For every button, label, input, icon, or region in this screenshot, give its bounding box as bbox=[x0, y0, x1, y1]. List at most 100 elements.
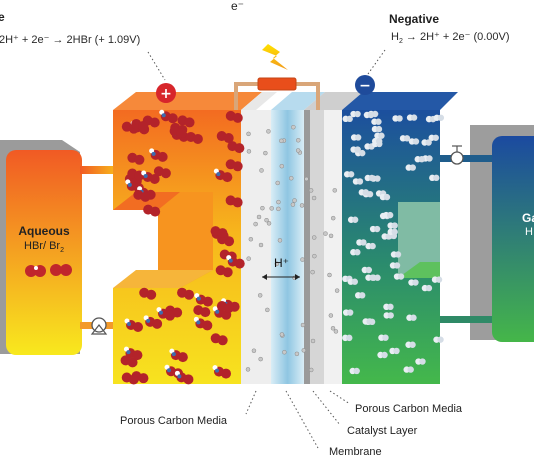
h2-molecule bbox=[347, 278, 358, 285]
proton-dot bbox=[245, 367, 251, 372]
h2-molecule bbox=[364, 174, 376, 182]
proton-dot bbox=[334, 288, 340, 293]
label-porous-carbon-right: Porous Carbon Media bbox=[355, 403, 463, 415]
br2-molecule bbox=[133, 189, 151, 202]
h2-molecule bbox=[350, 249, 361, 256]
proton-dot bbox=[308, 367, 314, 373]
positive-sign-text: + bbox=[160, 86, 172, 102]
br2-molecule bbox=[185, 131, 203, 144]
proton-dot bbox=[266, 221, 272, 226]
positive-electrode-block bbox=[113, 92, 262, 384]
proton-dot bbox=[330, 326, 336, 331]
top-left-title: e bbox=[0, 10, 5, 24]
label-catalyst-layer: Catalyst Layer bbox=[347, 425, 418, 437]
proton-dot bbox=[253, 221, 258, 227]
proton-dot bbox=[246, 131, 251, 137]
left-tank bbox=[6, 150, 82, 355]
h2-molecule bbox=[371, 137, 383, 145]
h2-molecule bbox=[382, 211, 394, 219]
load-resistor bbox=[257, 77, 297, 91]
proton-dot bbox=[300, 257, 305, 262]
right-tank-subtitle: H bbox=[525, 226, 533, 238]
proton-dot bbox=[296, 138, 301, 143]
valve-icon bbox=[450, 145, 464, 165]
pump-icon bbox=[90, 317, 108, 335]
proton-dot bbox=[279, 163, 285, 169]
h2-molecule bbox=[406, 314, 417, 321]
proton-dot bbox=[257, 293, 263, 298]
h2-molecule bbox=[421, 284, 433, 292]
porous-carbon-right-layer bbox=[324, 110, 342, 384]
h2-molecule bbox=[354, 292, 366, 299]
membrane-layer bbox=[271, 110, 304, 384]
h2-molecule bbox=[405, 164, 416, 171]
proton-dots bbox=[245, 124, 340, 373]
h2-molecule bbox=[431, 276, 443, 283]
br2-molecule bbox=[216, 301, 234, 314]
proton-arrow bbox=[262, 274, 300, 280]
proton-dot bbox=[291, 124, 296, 130]
h2-molecule bbox=[377, 351, 388, 359]
proton-dot bbox=[248, 236, 254, 242]
catalyst-layer bbox=[310, 110, 324, 384]
proton-dot bbox=[276, 199, 281, 205]
proton-dot bbox=[294, 351, 300, 357]
proton-dot bbox=[328, 233, 334, 239]
br2-molecule bbox=[225, 110, 243, 123]
h2-molecule bbox=[371, 118, 382, 125]
h2-molecule bbox=[369, 225, 381, 233]
proton-dot bbox=[310, 269, 315, 275]
br2-molecule bbox=[139, 287, 157, 300]
eq-rest: → 2H⁺ + 2e⁻ (0.00V) bbox=[402, 31, 510, 43]
h2-molecule bbox=[350, 110, 361, 118]
h2-molecule bbox=[433, 114, 445, 121]
lightning-icon bbox=[262, 44, 288, 70]
proton-dot bbox=[274, 261, 280, 267]
h2-molecule bbox=[352, 178, 364, 185]
proton-dot bbox=[259, 168, 264, 173]
h2-molecule bbox=[433, 336, 444, 343]
porous-carbon-left-face bbox=[241, 110, 271, 384]
top-right-equation: H2 → 2H⁺ + 2e⁻ (0.00V) bbox=[391, 30, 510, 45]
proton-dot bbox=[265, 307, 270, 313]
h2-molecule bbox=[421, 139, 432, 146]
proton-dot bbox=[299, 203, 305, 208]
top-right-title: Negative bbox=[389, 12, 440, 26]
proton-label: H⁺ bbox=[274, 256, 289, 270]
h2-molecule bbox=[342, 115, 353, 123]
label-membrane: Membrane bbox=[329, 446, 382, 458]
br2-molecule bbox=[177, 115, 195, 128]
proton-dot bbox=[282, 350, 287, 355]
br2-molecule bbox=[149, 148, 168, 162]
h2-molecule bbox=[378, 334, 389, 341]
h2-molecule bbox=[342, 309, 354, 316]
br2-molecule bbox=[143, 204, 161, 217]
electron-label: e⁻ bbox=[231, 0, 245, 13]
negative-sign-icon: − bbox=[355, 75, 375, 95]
br2-molecule bbox=[225, 159, 243, 172]
proton-dot bbox=[310, 338, 316, 344]
br2-molecule bbox=[193, 305, 211, 318]
proton-dot bbox=[269, 206, 274, 211]
br2-molecule bbox=[131, 118, 149, 131]
proton-dot bbox=[312, 253, 317, 259]
br2-molecule bbox=[210, 226, 228, 239]
hydrogen-molecules bbox=[342, 110, 445, 375]
right-tank-title: Ga bbox=[522, 211, 534, 225]
h2-molecule bbox=[349, 367, 360, 375]
proton-dot bbox=[333, 329, 339, 334]
proton-dot bbox=[256, 214, 262, 220]
br2-molecule bbox=[159, 109, 178, 124]
h2-molecule bbox=[371, 125, 383, 133]
proton-dot bbox=[275, 180, 280, 186]
h2-molecule bbox=[362, 318, 373, 325]
br2-molecule bbox=[141, 170, 160, 184]
br2-molecule bbox=[123, 346, 143, 361]
h2-molecule bbox=[393, 273, 405, 280]
h2-molecule bbox=[390, 251, 402, 258]
h2-molecule bbox=[383, 312, 394, 319]
right-tank bbox=[492, 136, 534, 342]
br2-molecule bbox=[216, 131, 234, 144]
